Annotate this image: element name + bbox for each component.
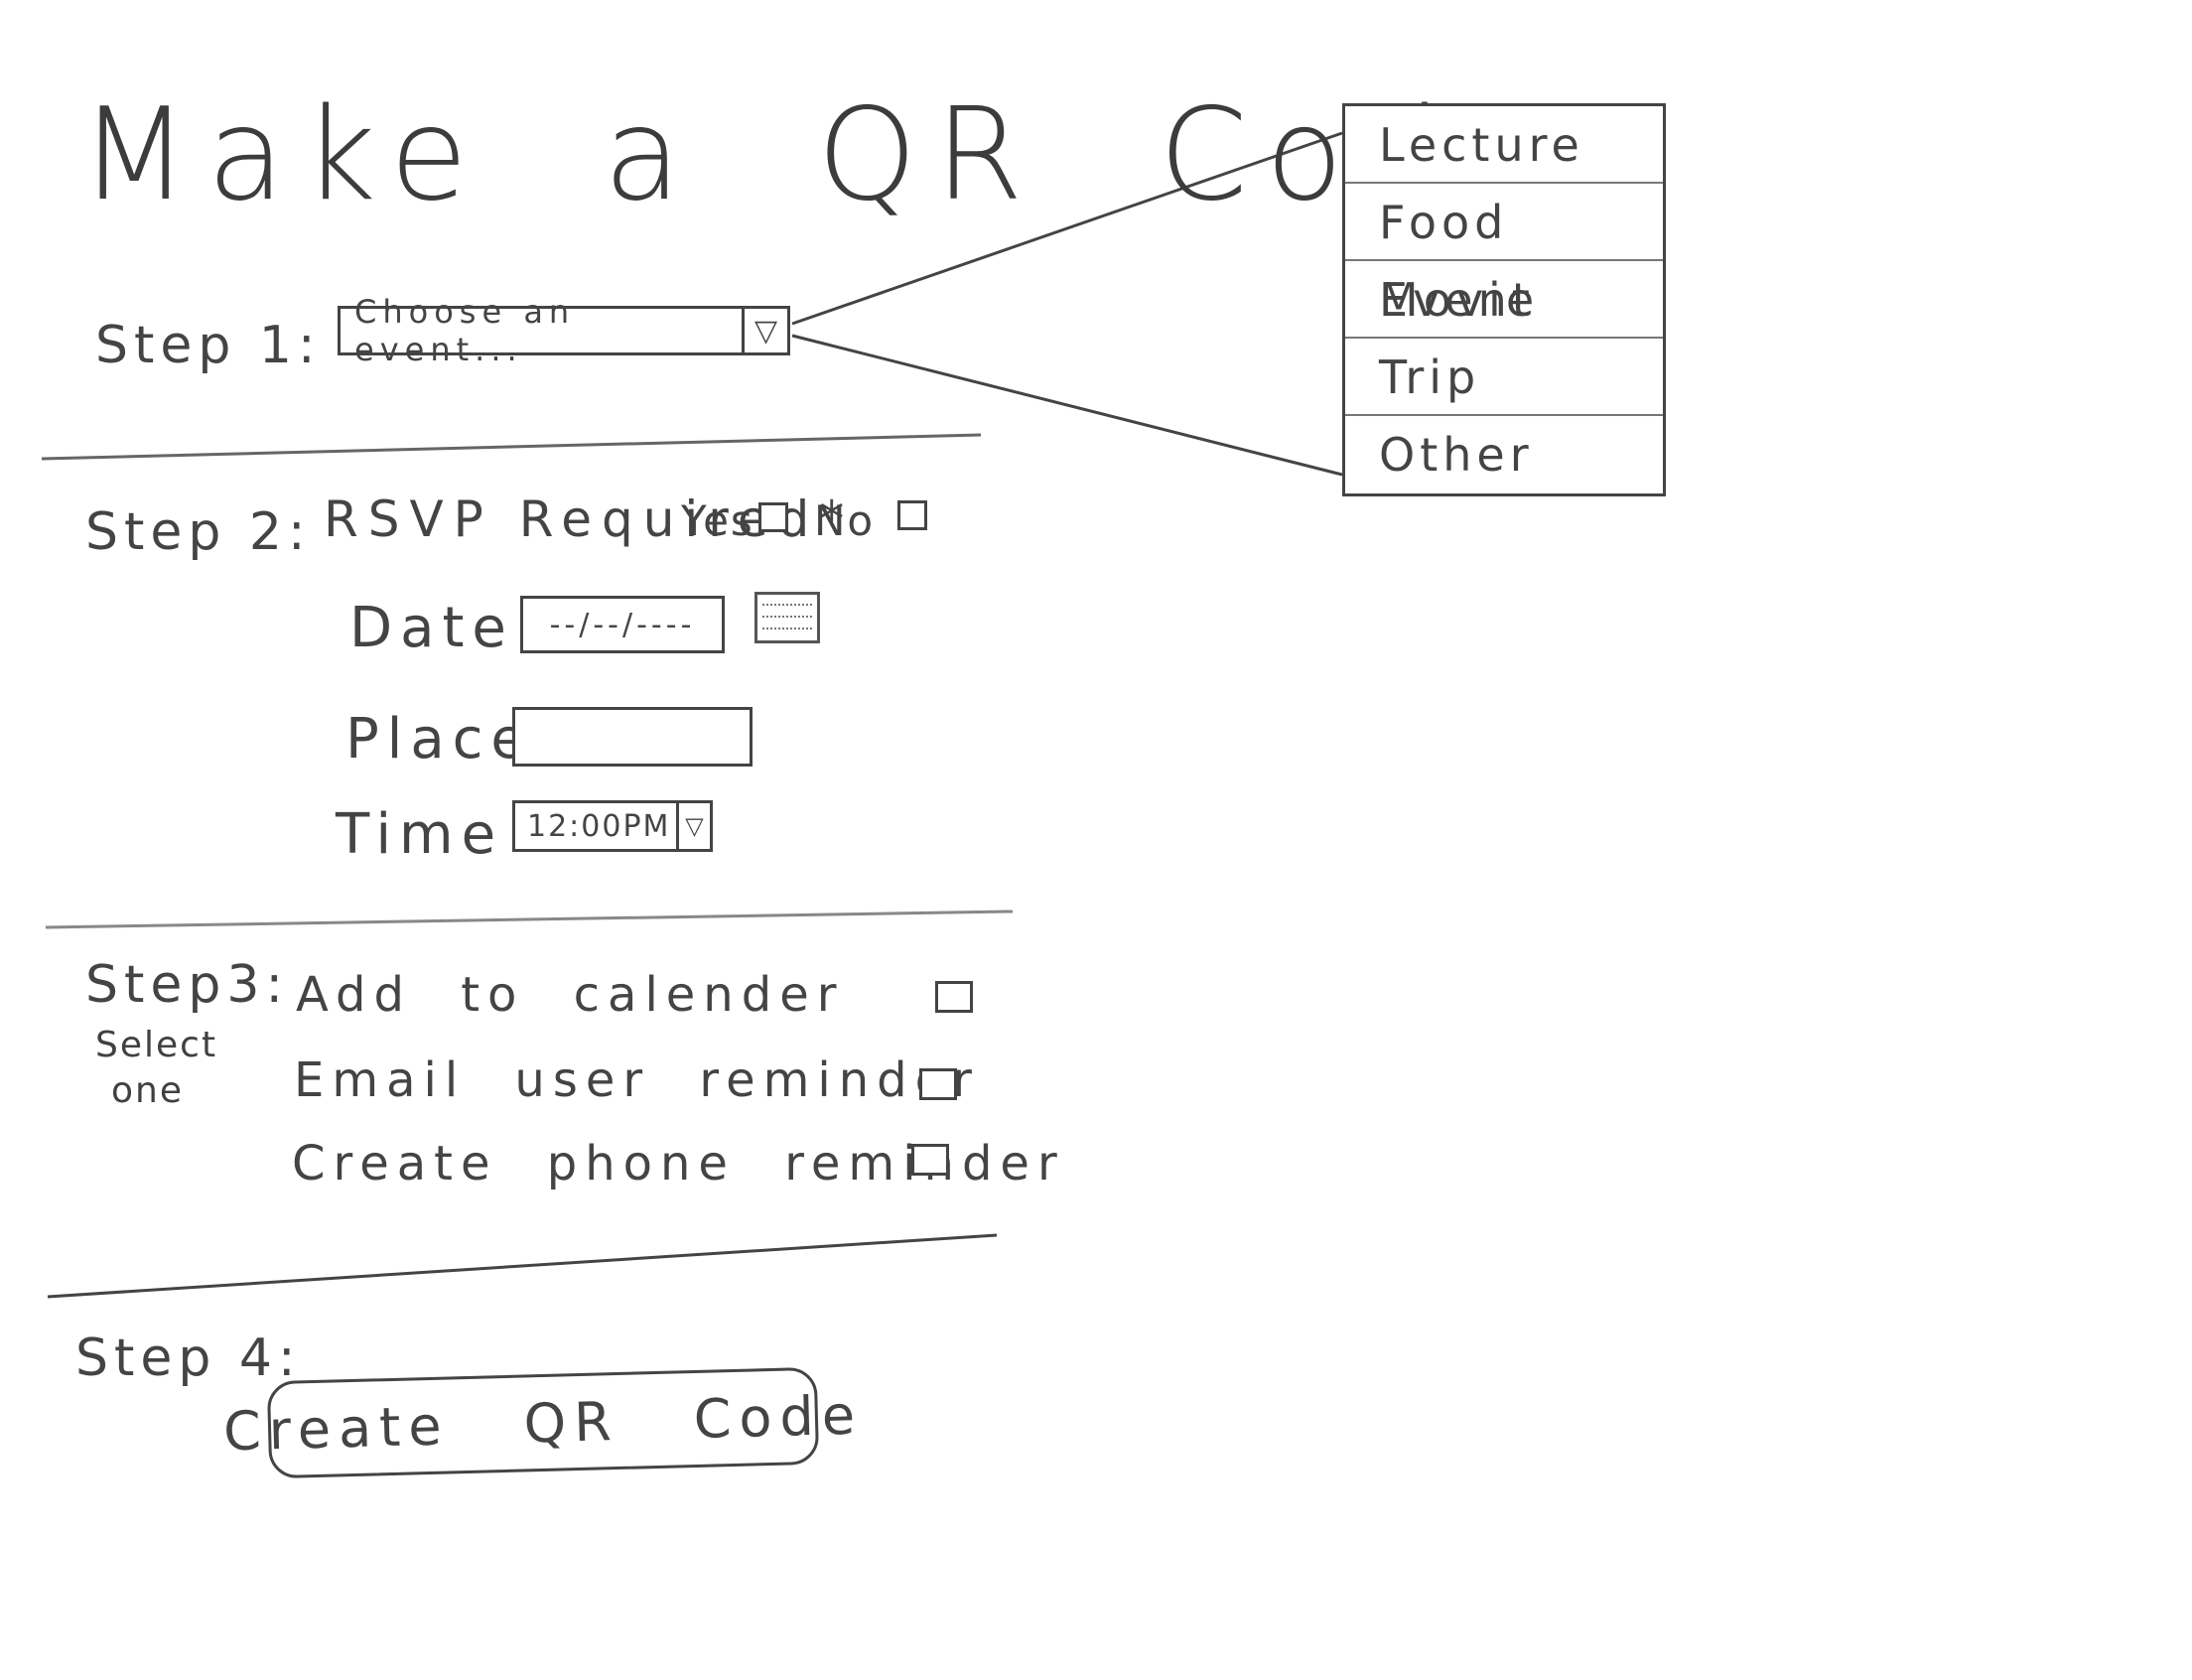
step-1-label: Step 1: (95, 316, 322, 375)
rsvp-yes-label: Yes (681, 496, 754, 545)
rsvp-no-label: No (814, 496, 876, 545)
option-email-reminder-checkbox[interactable] (919, 1068, 957, 1100)
rsvp-label: RSVP Required* (324, 490, 855, 548)
time-label: Time (336, 802, 504, 867)
dropdown-connector-top (791, 131, 1343, 326)
calendar-icon[interactable] (754, 592, 820, 643)
divider-3 (47, 1233, 998, 1299)
dropdown-option-trip[interactable]: Trip (1345, 339, 1663, 416)
dropdown-option-movie[interactable]: Movie (1345, 261, 1663, 339)
event-select[interactable]: Choose an event... ▽ (338, 293, 790, 368)
option-phone-reminder-checkbox[interactable] (911, 1144, 949, 1176)
page-title: Make a QR Code (79, 81, 1557, 229)
chevron-down-icon[interactable]: ▽ (742, 309, 787, 352)
option-add-to-calendar-checkbox[interactable] (935, 981, 973, 1013)
time-select[interactable]: 12:00PM ▽ (512, 800, 713, 852)
step-3-sublabel-one: one (111, 1070, 184, 1111)
rsvp-yes-checkbox[interactable] (758, 502, 788, 532)
step-4-label: Step 4: (75, 1329, 302, 1388)
place-label: Place (345, 707, 533, 771)
divider-2 (45, 910, 1014, 929)
dropdown-option-food-event[interactable]: Food Event (1345, 184, 1663, 327)
time-select-value: 12:00PM (527, 808, 671, 844)
step-3-label: Step3: (85, 955, 289, 1015)
option-email-reminder-label: Email user reminder (294, 1052, 980, 1108)
dropdown-connector-bottom (791, 334, 1343, 477)
dropdown-option-other[interactable]: Other (1379, 428, 1534, 482)
date-label: Date (349, 596, 514, 660)
create-qr-code-button[interactable]: Create QR Code (222, 1366, 864, 1479)
event-select-value: Choose an event... (354, 293, 576, 368)
dropdown-option-lecture[interactable]: Lecture (1345, 106, 1663, 184)
step-2-label: Step 2: (85, 502, 312, 562)
rsvp-no-checkbox[interactable] (897, 500, 927, 530)
chevron-down-icon[interactable]: ▽ (676, 803, 710, 849)
divider-1 (41, 433, 982, 461)
event-dropdown-list: Lecture Food Event Movie Trip Other (1342, 103, 1666, 496)
date-input[interactable]: --/--/---- (520, 596, 725, 653)
option-add-to-calendar-label: Add to calender (296, 967, 845, 1023)
place-input[interactable] (512, 707, 753, 767)
step-3-sublabel-select: Select (95, 1025, 218, 1065)
